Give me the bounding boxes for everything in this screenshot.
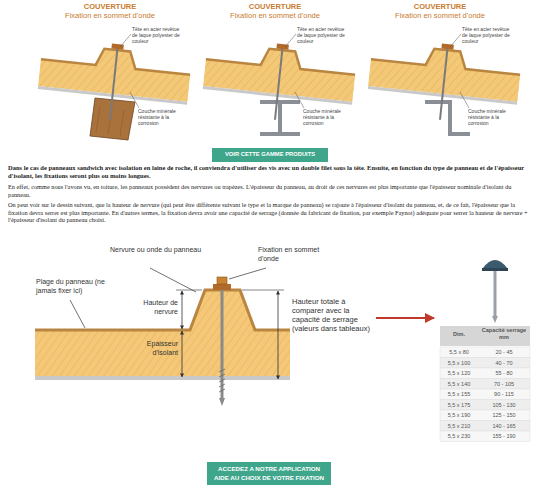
button: ACCEDEZ A NOTRE APPLICATION AIDE AU CHOI…	[207, 462, 331, 485]
table-cell: 140 - 165	[478, 423, 530, 430]
panel-heading: COUVERTURE	[60, 2, 160, 11]
table-cell: 5,5 x 140	[440, 381, 478, 388]
callout-label: Tête en acier revêtue de laque polyester…	[132, 26, 182, 44]
part-label: Fixation en sommet d'onde	[258, 246, 330, 263]
table-cell: 5,5 x 80	[440, 349, 478, 356]
paragraph: On peut voir sur le dessin suivant, que …	[8, 201, 529, 224]
panel-heading: COUVERTURE	[225, 2, 325, 11]
table-cell: 20 - 45	[478, 349, 530, 356]
table-cell: 5,5 x 230	[440, 433, 478, 440]
panel-subheading: Fixation en sommet d'onde	[215, 11, 335, 20]
table-cell: 55 - 80	[478, 370, 530, 377]
panel-subheading: Fixation en sommet d'onde	[380, 11, 500, 20]
paragraph: Dans le cas de panneaux sandwich avec is…	[8, 164, 529, 180]
table-cell: 70 - 105	[478, 381, 530, 388]
dimension-label: Epaisseur d'isolant	[122, 340, 178, 357]
callout-label: Tête en acier revêtue de laque polyester…	[297, 26, 347, 44]
table-header: Capacité serrage mm	[478, 327, 530, 340]
part-label: Nervure ou onde du panneau	[110, 246, 202, 255]
button-label: ACCEDEZ A NOTRE APPLICATION AIDE AU CHOI…	[211, 465, 327, 481]
table-cell: 5,5 x 210	[440, 423, 478, 430]
table-cell: 5,5 x 120	[440, 370, 478, 377]
panel-subheading: Fixation en sommet d'onde	[50, 11, 170, 20]
table-cell: 5,5 x 175	[440, 402, 478, 409]
table-header: Dim.	[440, 331, 478, 338]
table-cell: 125 - 150	[478, 412, 530, 419]
table-cell: 40 - 70	[478, 360, 530, 367]
table-cell: 5,5 x 155	[440, 391, 478, 398]
dimension-label: Hauteur totale à comparer avec la capaci…	[292, 297, 374, 334]
callout-label: Couche minérale résistante à la corrosio…	[468, 108, 520, 126]
table-cell: 155 - 190	[478, 433, 530, 440]
table-cell: 5,5 x 100	[440, 360, 478, 367]
callout-label: Tête en acier revêtue de laque polyester…	[462, 26, 512, 44]
table-cell: 5,5 x 190	[440, 412, 478, 419]
paragraph: En effet, comme nous l'avons vu, en toit…	[8, 183, 529, 198]
callout-label: Couche minérale résistante à la corrosio…	[303, 108, 355, 126]
panel-heading: COUVERTURE	[390, 2, 490, 11]
dimension-label: Hauteur de nervure	[128, 299, 178, 316]
table-cell: 90 - 115	[478, 391, 530, 398]
table-cell: 105 - 130	[478, 402, 530, 409]
button: VOIR CETTE GAMME PRODUITS	[212, 148, 328, 162]
callout-label: Couche minérale résistante à la corrosio…	[138, 108, 190, 126]
button-label: VOIR CETTE GAMME PRODUITS	[216, 151, 324, 159]
part-label: Plage du panneau (ne jamais fixer ici)	[36, 278, 118, 295]
